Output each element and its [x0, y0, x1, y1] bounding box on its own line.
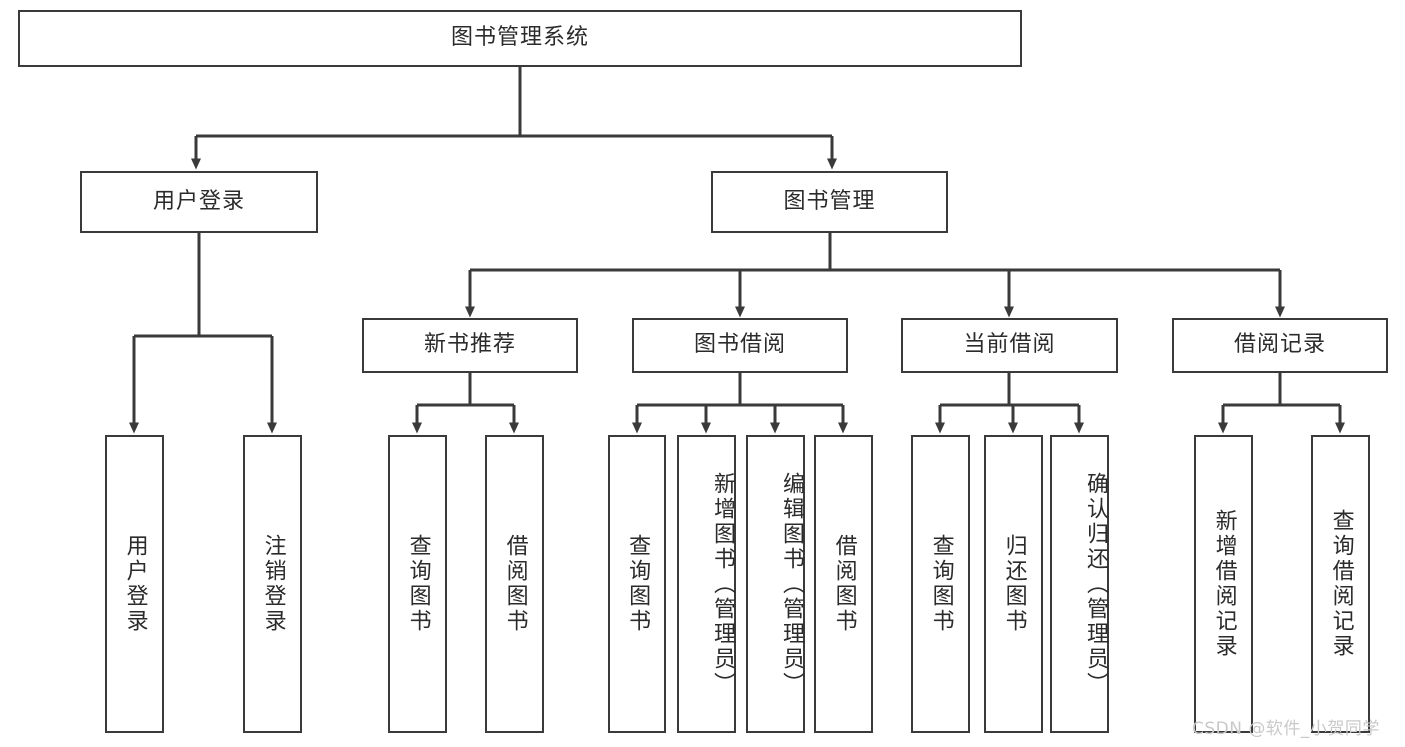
node-leaf-add-book[interactable]: 新增图书（管理员） — [677, 435, 736, 733]
node-leaf-user-login[interactable]: 用户登录 — [105, 435, 164, 733]
csdn-watermark: CSDN @软件_小贺同学 — [1192, 719, 1380, 739]
node-new-book-rec[interactable]: 新书推荐 — [362, 318, 578, 373]
node-current-borrow[interactable]: 当前借阅 — [901, 318, 1118, 373]
node-borrow-record[interactable]: 借阅记录 — [1172, 318, 1388, 373]
node-leaf-query-book-2[interactable]: 查询图书 — [608, 435, 666, 733]
node-leaf-borrow-book-2[interactable]: 借阅图书 — [814, 435, 873, 733]
node-book-borrow[interactable]: 图书借阅 — [632, 318, 848, 373]
node-user-login[interactable]: 用户登录 — [80, 171, 318, 233]
node-leaf-query-book-3[interactable]: 查询图书 — [911, 435, 970, 733]
node-leaf-query-book-1[interactable]: 查询图书 — [388, 435, 447, 733]
node-root[interactable]: 图书管理系统 — [18, 10, 1022, 67]
node-leaf-borrow-book-1[interactable]: 借阅图书 — [485, 435, 544, 733]
node-leaf-confirm-return[interactable]: 确认归还（管理员） — [1050, 435, 1109, 733]
node-leaf-add-record[interactable]: 新增借阅记录 — [1194, 435, 1253, 733]
node-leaf-return-book[interactable]: 归还图书 — [984, 435, 1043, 733]
node-book-manage[interactable]: 图书管理 — [711, 171, 948, 233]
node-leaf-edit-book[interactable]: 编辑图书（管理员） — [746, 435, 805, 733]
node-leaf-query-record[interactable]: 查询借阅记录 — [1311, 435, 1370, 733]
node-leaf-user-logout[interactable]: 注销登录 — [243, 435, 302, 733]
